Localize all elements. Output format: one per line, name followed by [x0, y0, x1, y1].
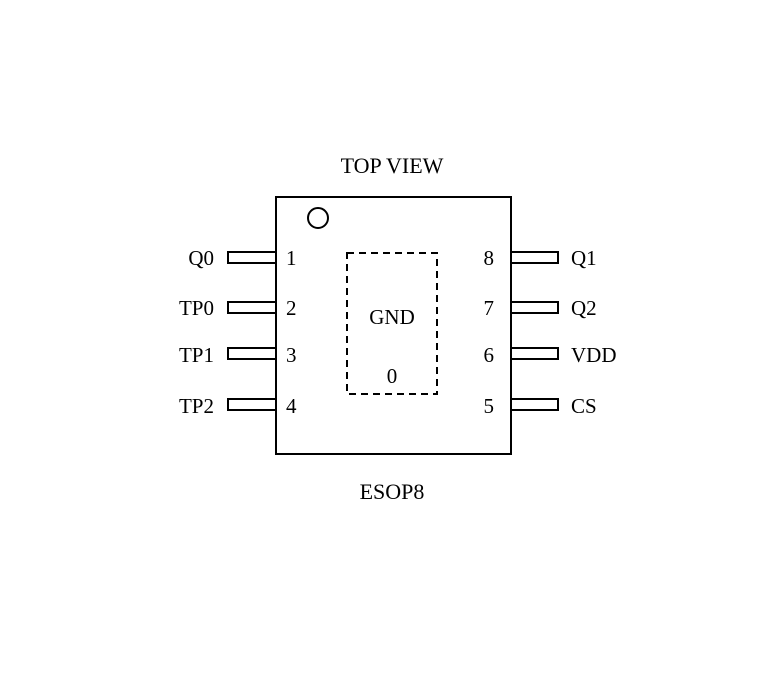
- pin-2: 2 TP0: [179, 296, 297, 320]
- pin-number: 2: [286, 296, 297, 320]
- pin1-indicator-icon: [307, 207, 329, 229]
- pin-number: 1: [286, 246, 297, 270]
- pin-name: VDD: [571, 343, 617, 367]
- pin-number: 4: [286, 394, 297, 418]
- pin-4: 4 TP2: [179, 394, 297, 418]
- pin-3: 3 TP1: [179, 343, 297, 367]
- pin-lead: [510, 301, 559, 314]
- pin-number: 6: [484, 343, 495, 367]
- pin-name: TP2: [179, 394, 214, 418]
- pin-1: 1 Q0: [188, 246, 296, 270]
- pin-name: TP0: [179, 296, 214, 320]
- top-view-title: TOP VIEW: [341, 153, 444, 178]
- pin-number: 8: [484, 246, 495, 270]
- pin-name: Q2: [571, 296, 597, 320]
- package-body: [275, 196, 512, 455]
- pin-name: CS: [571, 394, 597, 418]
- exposed-pad-outline: [346, 252, 438, 395]
- pin-number: 7: [484, 296, 495, 320]
- pin-name: Q1: [571, 246, 597, 270]
- pin-lead: [227, 398, 277, 411]
- pin-8: 8 Q1: [484, 246, 597, 270]
- left-pins: 1 Q0 2 TP0 3 TP1 4 TP2: [179, 246, 297, 418]
- pin-name: Q0: [188, 246, 214, 270]
- pin-6: 6 VDD: [484, 343, 617, 367]
- pin-5: 5 CS: [484, 394, 597, 418]
- pin-name: TP1: [179, 343, 214, 367]
- right-pins: 8 Q1 7 Q2 6 VDD 5 CS: [484, 246, 617, 418]
- pin-lead: [227, 347, 277, 360]
- exposed-pad-number: 0: [387, 364, 398, 388]
- pin-number: 3: [286, 343, 297, 367]
- pin-lead: [510, 398, 559, 411]
- pin-number: 5: [484, 394, 495, 418]
- pin-lead: [510, 347, 559, 360]
- exposed-pad-label: GND: [369, 305, 415, 329]
- pin-lead: [510, 251, 559, 264]
- pin-lead: [227, 251, 277, 264]
- pin-7: 7 Q2: [484, 296, 597, 320]
- pin-lead: [227, 301, 277, 314]
- package-name-label: ESOP8: [360, 479, 425, 504]
